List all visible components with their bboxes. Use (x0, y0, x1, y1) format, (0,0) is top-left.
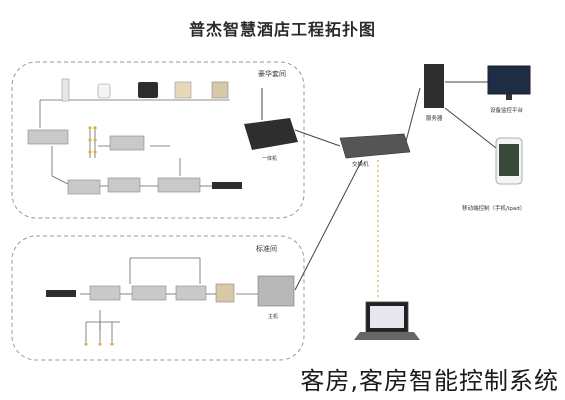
standard-module-a (89, 285, 121, 301)
mobile-control-label: 移动端控制（手机/ipad） (462, 204, 525, 212)
standard-strip-device (46, 290, 76, 297)
suite-module-e (157, 177, 201, 193)
switch-device (339, 133, 411, 159)
door-lock-device (61, 78, 70, 102)
smart-switch-device (211, 81, 229, 99)
caption-watermark: 客房,客房智能控制系统 (300, 367, 559, 395)
suite-zone-label: 豪华套间 (258, 69, 286, 78)
standard-wiring (80, 257, 258, 342)
standard-host-label: 主机 (268, 313, 278, 320)
standard-module-c (175, 285, 207, 301)
suite-strip-device (212, 182, 242, 189)
network-links (261, 81, 497, 291)
suite-module-c (67, 179, 101, 195)
air-purifier-device (97, 83, 111, 99)
standard-devices (46, 275, 295, 346)
diagram-title: 普杰智慧酒店工程拓扑图 (188, 20, 376, 39)
suite-zone (11, 61, 305, 219)
monitor-platform-label: 设备监控平台 (490, 106, 524, 114)
suite-module-d (107, 177, 141, 193)
switch-label: 交换机 (352, 160, 369, 168)
printer-device (138, 82, 158, 98)
suite-module-b (109, 135, 145, 151)
gateway-label: 一体机 (262, 155, 277, 162)
standard-zone (11, 235, 305, 361)
server-label: 服务器 (426, 114, 443, 122)
suite-devices (27, 78, 298, 195)
standard-module-b (131, 285, 167, 301)
gateway-device (244, 118, 298, 150)
suite-module-a (27, 129, 69, 145)
standard-zone-label: 标准间 (256, 244, 277, 253)
standard-panel-device (215, 283, 235, 303)
monitor-device (487, 65, 531, 95)
server-device (424, 64, 444, 108)
panel-device (174, 81, 192, 99)
standard-host-device (257, 275, 295, 307)
